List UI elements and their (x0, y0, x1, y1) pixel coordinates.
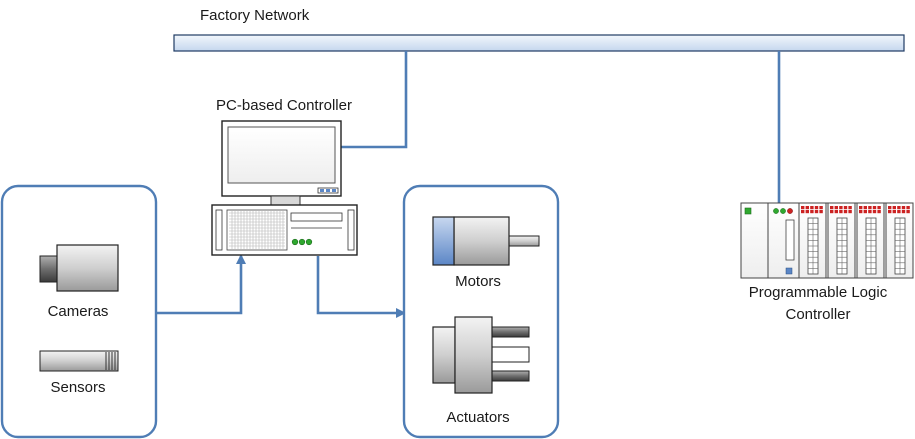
pc-monitor (221, 120, 342, 206)
plc-rack (740, 202, 914, 279)
plc-io-module (885, 202, 914, 279)
motors-label: Motors (455, 273, 501, 290)
pc-label: PC-based Controller (216, 97, 352, 114)
pc-to-outputs-link (316, 256, 406, 318)
plc-io-module (827, 202, 856, 279)
plc-io-module (856, 202, 885, 279)
sensors-label: Sensors (50, 379, 105, 396)
camera-icon (39, 244, 119, 292)
pc-network-link (341, 51, 408, 149)
plc-label-line1: Programmable Logic (749, 284, 888, 301)
network-label: Factory Network (200, 7, 310, 24)
pc-base-unit (211, 204, 358, 256)
actuator-icon (432, 316, 530, 394)
plc-cpu-module (767, 202, 800, 279)
inputs-to-pc-link (156, 254, 246, 315)
plc-label-line2: Controller (785, 306, 850, 323)
network-bus (173, 34, 905, 52)
plc-power-module (740, 202, 769, 279)
sensor-icon (39, 350, 119, 372)
connectors (156, 51, 781, 318)
plc-io-modules (798, 202, 914, 279)
motor-icon (432, 216, 540, 266)
plc-io-module (798, 202, 827, 279)
cameras-label: Cameras (48, 303, 109, 320)
actuators-label: Actuators (446, 409, 509, 426)
